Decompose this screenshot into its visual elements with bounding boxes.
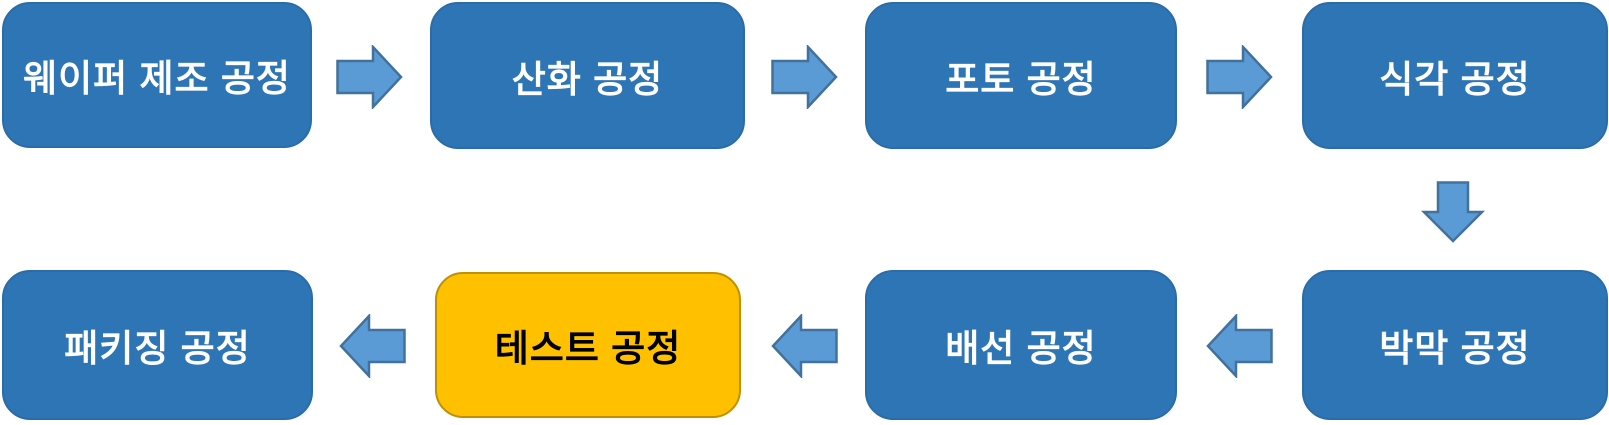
process-box-packaging: 패키징 공정 xyxy=(2,270,313,420)
process-box-thin-film: 박막 공정 xyxy=(1302,270,1608,420)
arrow-left-icon xyxy=(339,312,406,380)
process-label: 패키징 공정 xyxy=(64,328,251,369)
arrow-right-icon xyxy=(771,43,838,111)
arrow-right-icon xyxy=(1206,43,1273,111)
process-label: 테스트 공정 xyxy=(494,328,682,369)
arrow-left-icon xyxy=(1206,312,1273,380)
process-label: 포토 공정 xyxy=(945,58,1097,100)
process-box-photo: 포토 공정 xyxy=(865,2,1177,149)
process-label: 식각 공정 xyxy=(1379,58,1531,100)
process-label: 산화 공정 xyxy=(511,58,664,100)
process-box-etching: 식각 공정 xyxy=(1302,2,1608,149)
process-label: 박막 공정 xyxy=(1379,328,1531,369)
process-box-oxidation: 산화 공정 xyxy=(430,2,745,149)
process-box-wafer: 웨이퍼 제조 공정 xyxy=(2,2,312,148)
arrow-left-icon xyxy=(771,312,838,380)
process-box-test: 테스트 공정 xyxy=(435,272,741,418)
arrow-right-icon xyxy=(336,43,403,111)
process-box-wiring: 배선 공정 xyxy=(865,270,1177,420)
process-label: 웨이퍼 제조 공정 xyxy=(23,58,291,99)
process-label: 배선 공정 xyxy=(945,328,1097,369)
arrow-down-icon xyxy=(1420,181,1487,244)
